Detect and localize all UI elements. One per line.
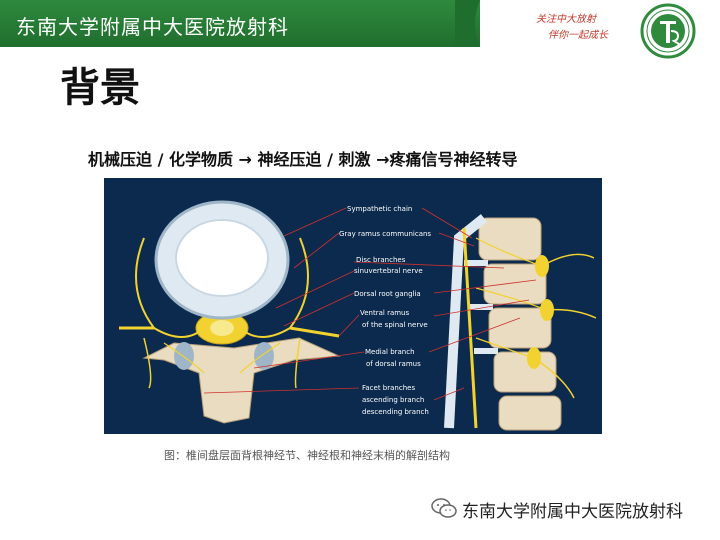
label-sinuvertebral: sinuvertebral nerve (354, 267, 423, 275)
label-disc-branches: Disc branches (356, 256, 406, 264)
label-descending-branch: descending branch (362, 408, 429, 416)
label-facet-branches: Facet branches (362, 384, 415, 392)
label-sympathetic-chain: Sympathetic chain (347, 205, 412, 213)
label-ascending-branch: ascending branch (362, 396, 424, 404)
page-subtitle: 机械压迫 / 化学物质 → 神经压迫 / 刺激 →疼痛信号神经转导 (88, 146, 518, 170)
header-curve (455, 0, 515, 47)
page-title: 背景 (60, 55, 140, 113)
footer-watermark-text: 东南大学附属中大医院放射科 (462, 497, 683, 522)
slogan-line-1: 关注中大放射 (536, 10, 596, 25)
hospital-logo-icon (640, 3, 696, 59)
label-of-spinal-nerve: of the spinal nerve (362, 321, 428, 329)
label-gray-ramus: Gray ramus communicans (339, 230, 431, 238)
anatomy-figure: Sympathetic chain Gray ramus communicans… (104, 178, 602, 434)
wechat-icon (430, 497, 458, 519)
label-dorsal-root-ganglia: Dorsal root ganglia (354, 290, 421, 298)
header-title: 东南大学附属中大医院放射科 (16, 11, 289, 40)
label-medial-branch: Medial branch (365, 348, 415, 356)
figure-caption: 图：椎间盘层面背根神经节、神经根和神经末梢的解剖结构 (164, 447, 450, 463)
label-ventral-ramus: Ventral ramus (360, 309, 409, 317)
slogan-line-2: 伴你一起成长 (548, 26, 608, 41)
label-of-dorsal-ramus: of dorsal ramus (366, 360, 421, 368)
